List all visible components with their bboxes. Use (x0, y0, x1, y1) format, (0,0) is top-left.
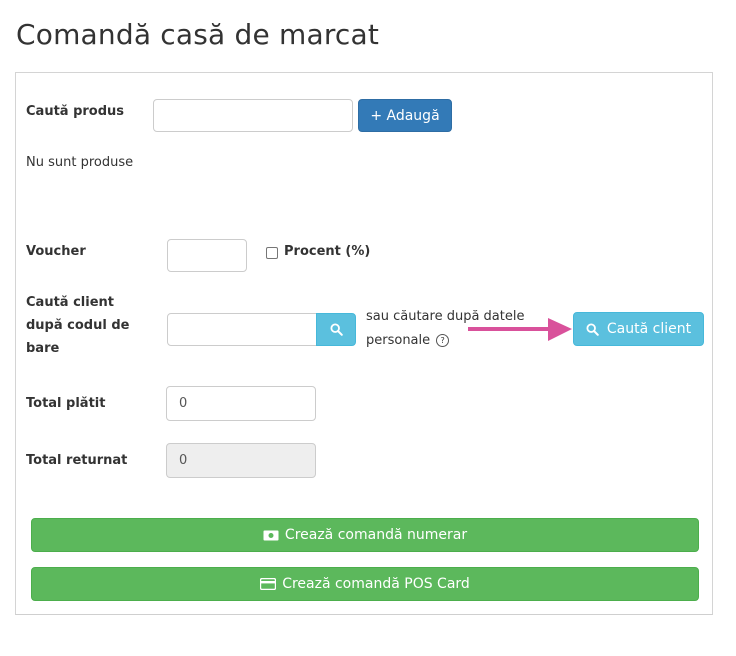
create-cash-order-label: Crează comandă numerar (284, 527, 468, 543)
question-circle-icon[interactable]: ? (436, 334, 450, 347)
total-returned-input: 0 (166, 443, 316, 478)
product-search-label: Caută produs (26, 104, 125, 119)
total-returned-label: Total returnat (26, 453, 128, 468)
personal-data-hint-line1: sau căutare după datele (366, 309, 525, 324)
client-barcode-input[interactable] (167, 313, 317, 346)
credit-card-icon (260, 578, 277, 590)
client-barcode-search-button[interactable] (316, 313, 356, 346)
personal-data-hint-line2: personale? (366, 329, 450, 353)
search-client-button[interactable]: Caută client (573, 312, 704, 346)
client-barcode-label-line3: bare (26, 341, 60, 356)
total-paid-label: Total plătit (26, 396, 106, 411)
search-client-label: Caută client (606, 321, 692, 337)
personal-data-hint-text: personale (366, 333, 431, 348)
order-form-panel: Caută produs + Adaugă Nu sunt produse Vo… (15, 72, 713, 615)
client-barcode-label-line2: după codul de (26, 318, 130, 333)
total-paid-input[interactable]: 0 (166, 386, 316, 421)
voucher-label: Voucher (26, 244, 86, 259)
no-products-text: Nu sunt produse (26, 155, 134, 170)
page-title: Comandă casă de marcat (16, 18, 380, 51)
create-card-order-button[interactable]: Crează comandă POS Card (31, 567, 699, 601)
arrow-annotation (468, 318, 572, 341)
create-cash-order-button[interactable]: Crează comandă numerar (31, 518, 699, 552)
money-icon (263, 530, 279, 541)
search-icon (329, 323, 343, 336)
client-barcode-label-line1: Caută client (26, 295, 114, 310)
create-card-order-label: Crează comandă POS Card (282, 576, 470, 592)
add-product-button[interactable]: + Adaugă (358, 99, 452, 132)
voucher-input[interactable] (167, 239, 247, 272)
search-icon (586, 322, 599, 336)
percent-checkbox[interactable] (266, 247, 278, 259)
percent-label: Procent (%) (284, 244, 371, 259)
product-search-input[interactable] (153, 99, 353, 132)
